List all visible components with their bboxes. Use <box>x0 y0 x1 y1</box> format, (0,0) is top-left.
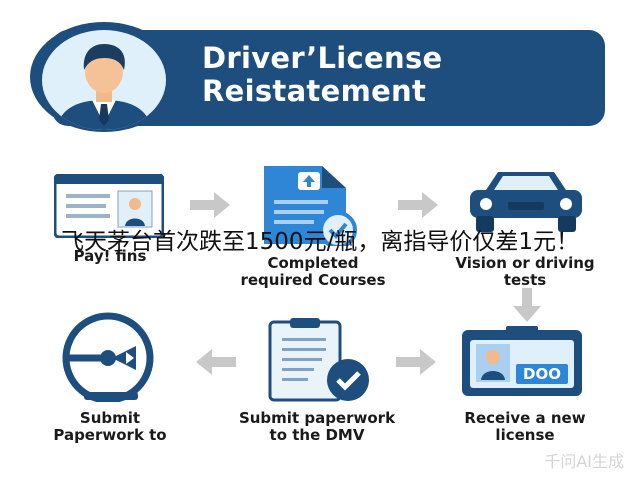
steering-wheel-icon <box>56 312 160 407</box>
step-label-pay-fines: Pay! fins <box>73 247 147 265</box>
step-label-submit-paperwork: Submit Paperwork to <box>53 409 167 444</box>
arrow-left-icon <box>196 349 236 380</box>
license-badge-text: DOO <box>523 365 561 383</box>
arrow-right-icon <box>190 192 230 223</box>
overlay-caption: 飞天茅台首次跌至1500元/瓶，离指导价仅差1元！ <box>61 229 579 255</box>
title-line-2: Reistatement <box>202 74 427 108</box>
step-label-vision-tests: Vision or driving tests <box>455 254 595 289</box>
arrow-right-icon <box>398 192 438 223</box>
car-icon <box>464 168 588 239</box>
arrow-left-icon <box>396 349 436 380</box>
watermark: 千问AI生成 <box>544 452 624 471</box>
step-label-submit-dmv: Submit paperwork to the DMV <box>238 409 396 444</box>
step-label-receive-license: Receive a new license <box>464 409 586 444</box>
license-card-icon <box>460 326 584 403</box>
title-line-1: Driver’License <box>202 41 443 75</box>
arrow-down-icon <box>513 288 541 327</box>
page-title: Driver’License Reistatement <box>202 42 442 108</box>
id-card-screen-icon <box>53 173 165 243</box>
driver-avatar-icon <box>42 30 166 130</box>
step-label-completed-courses: Completed required Courses <box>240 254 386 289</box>
clipboard-check-icon <box>268 318 376 407</box>
document-upload-icon <box>262 164 360 251</box>
